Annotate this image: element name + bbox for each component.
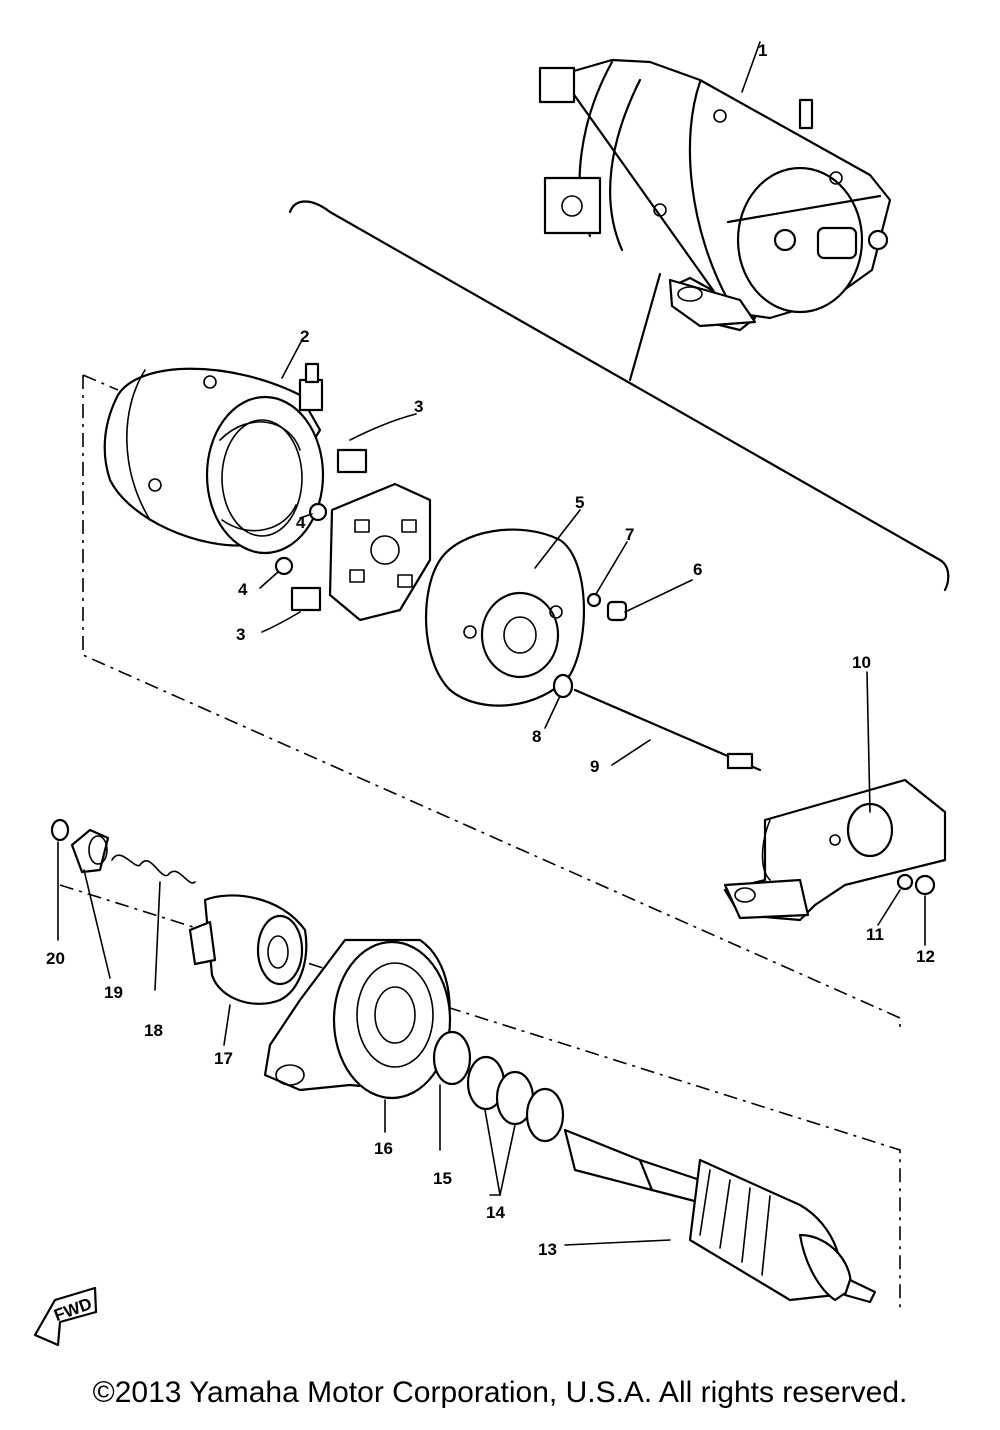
callout-3a: 3: [414, 397, 423, 416]
end-cover: [424, 509, 586, 707]
assembly-leader-line: [628, 272, 662, 382]
brush-holder-plate: [328, 482, 432, 622]
callout-18: 18: [144, 1021, 163, 1040]
callout-15: 15: [433, 1169, 452, 1188]
drive-housing: [263, 938, 452, 1133]
bracket-washer-nut: [877, 873, 936, 946]
pinion-spring: [111, 854, 196, 991]
callout-20: 20: [46, 949, 65, 968]
front-direction-marker: FWD: [33, 1286, 98, 1347]
callout-5: 5: [575, 493, 584, 512]
brush-upper: [336, 413, 417, 474]
callout-9: 9: [590, 757, 599, 776]
cover-screw: [586, 541, 693, 622]
callout-8: 8: [532, 727, 541, 746]
callout-4b: 4: [238, 580, 248, 599]
yoke-housing: [103, 339, 325, 555]
callout-13: 13: [538, 1240, 557, 1259]
callout-17: 17: [214, 1049, 233, 1068]
brush-springs: [259, 502, 328, 589]
callout-19: 19: [104, 983, 123, 1002]
clip-ring: [50, 818, 70, 941]
armature: [563, 1128, 877, 1304]
assembly-bracket-line: [288, 200, 950, 592]
starter-motor-assembly: [538, 41, 892, 332]
callout-7: 7: [625, 525, 634, 544]
front-bracket: [723, 671, 947, 922]
exploded-parts-diagram: FWD 1 2 3 3 4 4 5 6 7 8 9 10 11 12 13 14…: [33, 41, 950, 1347]
callout-10: 10: [852, 653, 871, 672]
brush-lower: [261, 586, 322, 633]
callout-2: 2: [300, 327, 309, 346]
callout-14: 14: [486, 1203, 505, 1222]
pinion-clutch: [188, 894, 308, 1046]
through-bolt: [544, 673, 762, 772]
callout-12: 12: [916, 947, 935, 966]
callout-4a: 4: [296, 513, 306, 532]
callout-11: 11: [866, 925, 884, 944]
upper-group-top-edge: [82, 374, 119, 391]
stopper-collar: [70, 828, 111, 979]
callout-16: 16: [374, 1139, 393, 1158]
callout-6: 6: [693, 560, 702, 579]
upper-group-outline: [82, 375, 901, 1030]
copyright-notice: ©2013 Yamaha Motor Corporation, U.S.A. A…: [92, 1376, 908, 1409]
shim-washers: [432, 1030, 565, 1196]
callout-1: 1: [758, 41, 767, 60]
callout-3b: 3: [236, 625, 245, 644]
